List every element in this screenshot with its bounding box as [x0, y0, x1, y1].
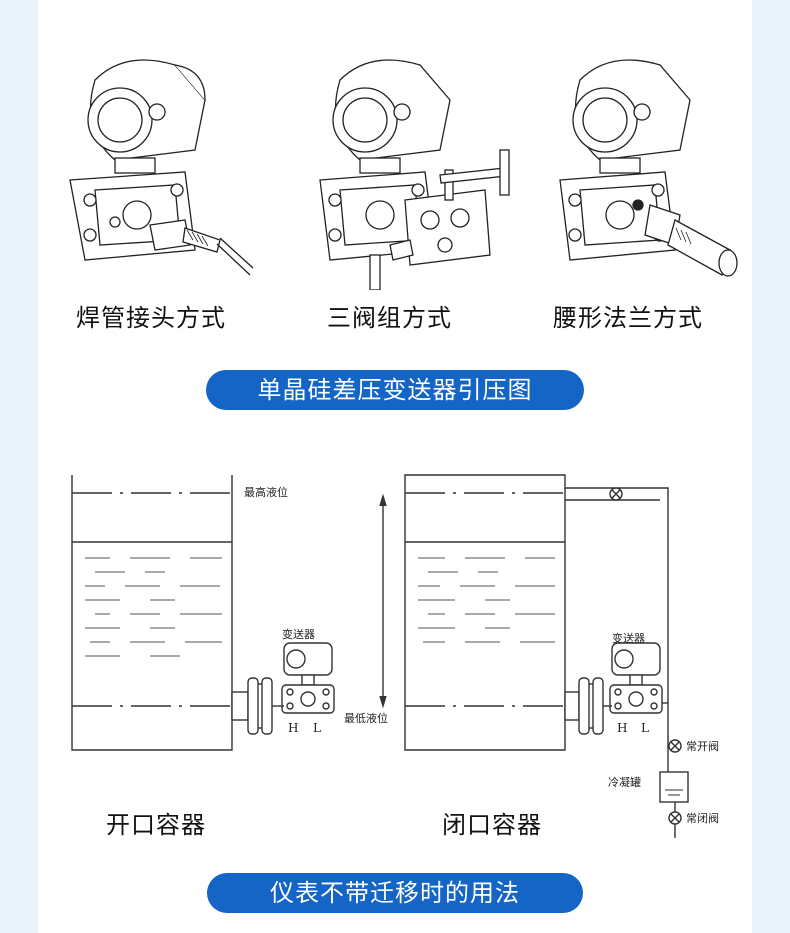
welded-joint-transmitter-drawing	[69, 59, 254, 276]
label-max-level: 最高液位	[244, 485, 288, 499]
label-closed-l: L	[641, 721, 649, 735]
label-normally-closed-valve: 常闭阀	[686, 811, 719, 825]
closed-tank-outline	[404, 474, 566, 751]
condenser-pot	[659, 771, 689, 803]
label-open-l: L	[313, 721, 321, 735]
closed-tank-transmitter	[609, 642, 663, 714]
caption-welded-joint: 焊管接头方式	[76, 304, 226, 332]
normally-closed-valve	[668, 811, 682, 825]
open-tank-transmitter	[281, 642, 335, 714]
caption-oval-flange: 腰形法兰方式	[553, 304, 703, 332]
caption-three-valve: 三阀组方式	[327, 304, 452, 332]
caption-open-container: 开口容器	[106, 811, 206, 839]
banner-pressure-diagram: 单晶硅差压变送器引压图	[206, 370, 584, 410]
label-closed-h: H	[617, 721, 627, 735]
label-closed-transmitter: 变送器	[612, 631, 645, 645]
normally-open-valve	[668, 739, 682, 753]
label-min-level: 最低液位	[344, 711, 388, 725]
label-open-transmitter: 变送器	[282, 627, 315, 641]
three-valve-manifold-transmitter-drawing	[319, 59, 510, 290]
oval-flange-transmitter-drawing	[559, 59, 738, 277]
top-valve	[609, 487, 623, 501]
level-measurement-diagram: 最高液位 变送器 H L 最低液位 变送器 H L 常开阀 冷凝罐 常闭阀	[71, 474, 719, 838]
banner-usage-without-migration: 仪表不带迁移时的用法	[207, 873, 583, 913]
label-open-h: H	[288, 721, 298, 735]
label-normally-open-valve: 常开阀	[686, 739, 719, 753]
caption-closed-container: 闭口容器	[442, 811, 542, 839]
open-tank-outline	[71, 475, 233, 751]
label-condenser: 冷凝罐	[608, 775, 641, 789]
